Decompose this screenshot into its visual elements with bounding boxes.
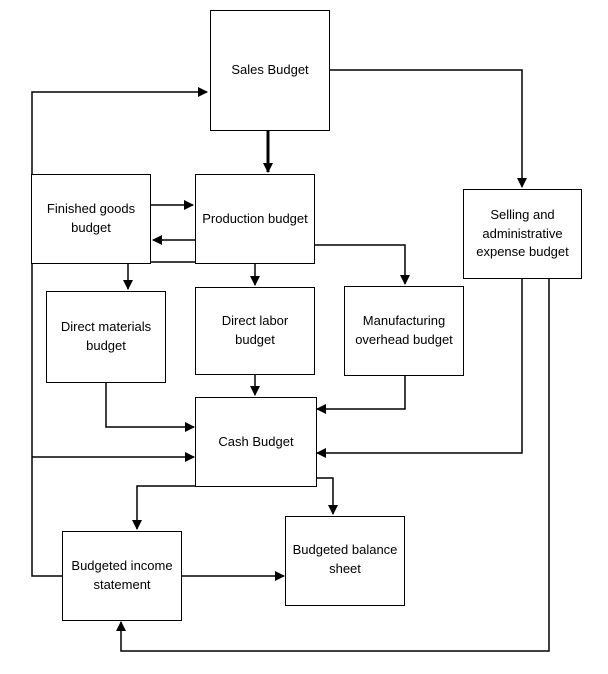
production-budget-label: Production budget xyxy=(202,210,308,226)
direct-labor-budget-box: Direct labor budget xyxy=(195,287,315,375)
budgeted-income-statement-label: Budgeted income statement xyxy=(71,558,173,592)
arrow-production-to-materials xyxy=(123,261,195,290)
direct-materials-budget-box: Direct materials budget xyxy=(46,291,166,383)
cash-budget-box: Cash Budget xyxy=(195,397,317,487)
budgeted-balance-sheet-label: Budgeted balance sheet xyxy=(292,542,398,576)
selling-admin-budget-box: Selling and administrative expense budge… xyxy=(463,189,582,279)
direct-materials-budget-label: Direct materials budget xyxy=(60,319,152,353)
arrow-income-to-sales xyxy=(31,87,208,577)
arrow-materials-to-cash xyxy=(105,383,195,432)
sales-budget-box: Sales Budget xyxy=(210,10,330,131)
arrow-production-to-overhead xyxy=(315,244,410,285)
arrow-cash-to-balance xyxy=(317,477,338,515)
budgeted-income-statement-box: Budgeted income statement xyxy=(62,531,182,621)
selling-admin-budget-label: Selling and administrative expense budge… xyxy=(476,206,569,260)
cash-budget-label: Cash Budget xyxy=(218,433,294,449)
sales-budget-label: Sales Budget xyxy=(231,62,309,78)
budgeted-balance-sheet-box: Budgeted balance sheet xyxy=(285,516,405,606)
arrow-sales-to-selling xyxy=(330,69,527,188)
manufacturing-overhead-budget-label: Manufacturing overhead budget xyxy=(355,313,453,347)
manufacturing-overhead-budget-box: Manufacturing overhead budget xyxy=(344,286,464,376)
arrow-selling-to-cash xyxy=(316,279,523,458)
arrow-overhead-to-cash xyxy=(316,376,406,414)
finished-goods-budget-box: Finished goods budget xyxy=(31,174,151,264)
arrow-selling-to-income xyxy=(116,279,550,652)
finished-goods-budget-label: Finished goods budget xyxy=(46,201,136,235)
production-budget-box: Production budget xyxy=(195,174,315,264)
direct-labor-budget-label: Direct labor budget xyxy=(221,313,289,347)
arrow-cash-to-income xyxy=(132,485,195,530)
